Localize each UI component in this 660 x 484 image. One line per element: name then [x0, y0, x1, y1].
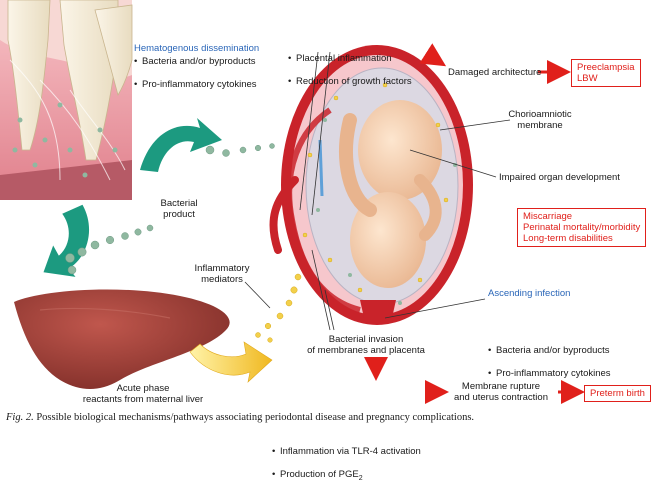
ascending-title: Ascending infection: [488, 288, 571, 299]
uterus-illustration: [269, 45, 473, 325]
teal-arrow-lower: [43, 204, 90, 277]
mediator-dots: [255, 273, 302, 343]
pointer-lines: [244, 51, 511, 331]
hematogenous-item: Bacteria and/or byproducts: [134, 56, 660, 67]
ascending-item: Pro-inflammatory cytokines: [488, 368, 660, 379]
placental-item: Placental inflammation: [288, 53, 660, 64]
placental-item: Reduction of growth factors: [288, 76, 660, 87]
diagram-artwork: [0, 0, 585, 404]
diagram: Hematogenous dissemination Bacteria and/…: [0, 0, 660, 431]
inflammation-item: Inflammation via TLR-4 activation: [272, 446, 660, 457]
damaged-architecture-label: Damaged architecture: [448, 67, 542, 78]
bacteria-dots: [65, 143, 275, 275]
yellow-arrow: [189, 341, 273, 383]
liver-illustration: [14, 289, 230, 389]
teeth-illustration: [0, 0, 133, 200]
hematogenous-item: Pro-inflammatory cytokines: [134, 79, 660, 90]
preterm-birth-box: Preterm birth: [584, 385, 651, 402]
hematogenous-title: Hematogenous dissemination: [134, 43, 260, 54]
figure-caption: Fig. 2. Possible biological mechanisms/p…: [6, 412, 475, 423]
ascending-item: Bacteria and/or byproducts: [488, 345, 660, 356]
impaired-organ-label: Impaired organ development: [499, 172, 620, 183]
teal-arrow-upper: [140, 118, 222, 172]
pge-item: Production of PGE2: [272, 469, 660, 484]
